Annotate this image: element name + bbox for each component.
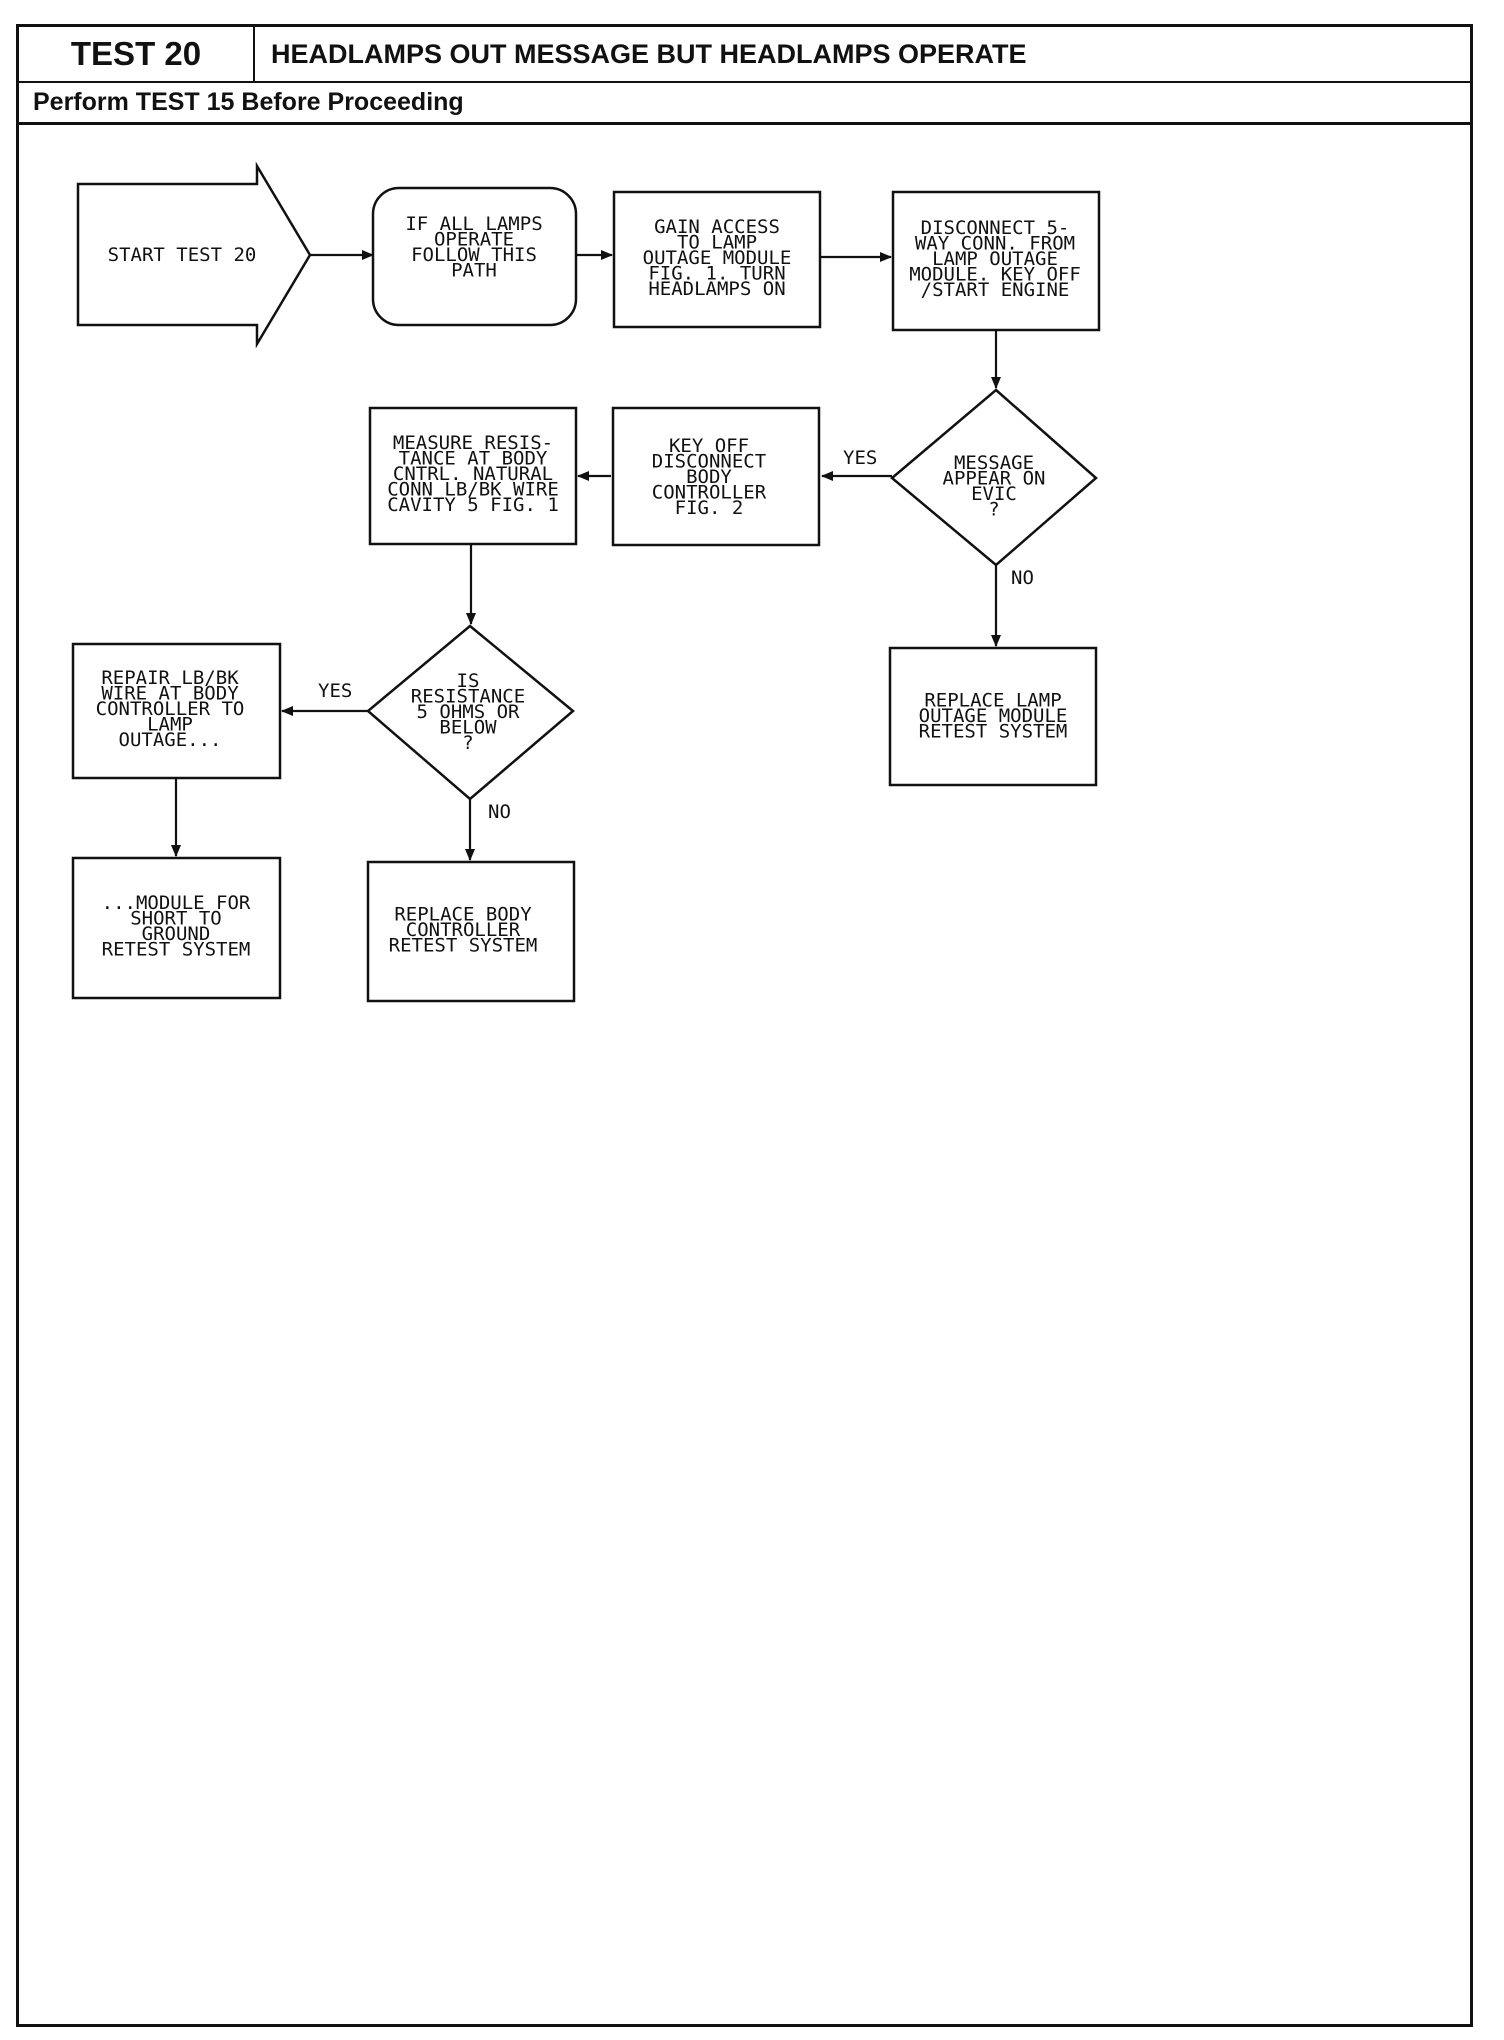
decision-resistance — [366, 624, 575, 801]
node-text-line: REPLACE LAMP — [924, 690, 1061, 712]
connectors — [171, 250, 1001, 861]
node-text-line: FIG. 2 — [675, 497, 744, 519]
node-text-line: MODULE. KEY OFF — [909, 264, 1081, 286]
node-text-line: IS — [457, 670, 480, 692]
node-disconnect-5-way — [891, 190, 1101, 332]
node-measure-resistance — [368, 406, 578, 546]
node-text-line: RETEST SYSTEM — [389, 935, 538, 957]
node-text-line: OUTAGE MODULE — [919, 705, 1068, 727]
node-text-line: MEASURE RESIS- — [393, 432, 553, 454]
node-text-line: START TEST 20 — [108, 244, 257, 266]
node-text-line: MESSAGE — [954, 452, 1034, 474]
node-text-line: CONTROLLER TO — [96, 698, 245, 720]
node-text-line: ...MODULE FOR — [102, 892, 251, 914]
node-text-line: 5 OHMS OR — [417, 701, 521, 723]
node-text-line: GAIN ACCESS — [654, 216, 780, 238]
node-text-line: DISCONNECT 5- — [921, 217, 1070, 239]
node-text-line: RETEST SYSTEM — [919, 721, 1068, 743]
node-text-line: OUTAGE MODULE — [643, 247, 792, 269]
node-text-line: CONTROLLER — [406, 919, 521, 941]
node-text-line: IF ALL LAMPS — [405, 213, 542, 235]
node-text-line: PATH — [451, 259, 497, 281]
node-text-line: OUTAGE... — [119, 729, 222, 751]
start-shape — [76, 161, 312, 349]
node-text-line: OPERATE — [434, 228, 514, 250]
node-module-short — [71, 856, 282, 1000]
node-text-line: SHORT TO — [130, 907, 222, 929]
node-replace-lamp-module — [888, 646, 1098, 787]
header-row: TEST 20 HEADLAMPS OUT MESSAGE BUT HEADLA… — [19, 27, 1470, 83]
node-text-line: EVIC — [971, 483, 1017, 505]
node-text-line: LAMP — [147, 714, 193, 736]
node-text-line: CONTROLLER — [652, 482, 767, 504]
node-text-line: /START ENGINE — [921, 279, 1070, 301]
page-frame: TEST 20 HEADLAMPS OUT MESSAGE BUT HEADLA… — [16, 24, 1473, 2027]
start-text: START TEST 20 — [108, 244, 257, 266]
node-text-line: ? — [988, 498, 999, 520]
node-text-line: RETEST SYSTEM — [102, 938, 251, 960]
node-text-line: APPEAR ON — [943, 467, 1046, 489]
decision-message-appear — [890, 388, 1098, 567]
prerequisite-note: Perform TEST 15 Before Proceeding — [19, 83, 1470, 125]
node-text-line: TANCE AT BODY — [399, 448, 548, 470]
node-text-line: DISCONNECT — [652, 451, 766, 473]
node-key-off-disconnect — [611, 406, 821, 547]
node-text-line: REPAIR LB/BK — [101, 667, 239, 689]
label-d2-yes: YES — [318, 680, 352, 702]
node-text-line: TO LAMP — [677, 232, 757, 254]
node-repair-wire — [71, 642, 282, 780]
node-gain-access — [612, 190, 822, 329]
node-text-line: CNTRL. NATURAL — [393, 463, 553, 485]
node-if-all-lamps — [371, 186, 578, 327]
node-text-line: ? — [462, 732, 473, 754]
node-text-line: RESISTANCE — [411, 686, 525, 708]
node-text-line: WIRE AT BODY — [101, 683, 239, 705]
node-text-line: BODY — [686, 466, 732, 488]
node-text-line: LAMP OUTAGE — [932, 248, 1058, 270]
node-text-line: KEY OFF — [669, 435, 749, 457]
label-d1-no: NO — [1011, 567, 1034, 589]
node-text-line: CAVITY 5 FIG. 1 — [387, 494, 559, 516]
node-text-line: WAY CONN. FROM — [915, 233, 1075, 255]
page-title: HEADLAMPS OUT MESSAGE BUT HEADLAMPS OPER… — [271, 38, 1027, 69]
label-d1-yes: YES — [843, 447, 877, 469]
label-d2-no: NO — [488, 801, 511, 823]
node-text-line: BELOW — [439, 717, 497, 739]
node-text-line: CONN LB/BK WIRE — [387, 479, 559, 501]
node-text-line: FIG. 1. TURN — [648, 263, 785, 285]
node-text-line: REPLACE BODY — [394, 904, 532, 926]
node-text-line: GROUND — [142, 923, 211, 945]
node-text-line: HEADLAMPS ON — [648, 278, 785, 300]
test-number: TEST 20 — [19, 27, 255, 81]
node-text-line: FOLLOW THIS — [411, 244, 537, 266]
node-replace-body-controller — [366, 860, 576, 1003]
